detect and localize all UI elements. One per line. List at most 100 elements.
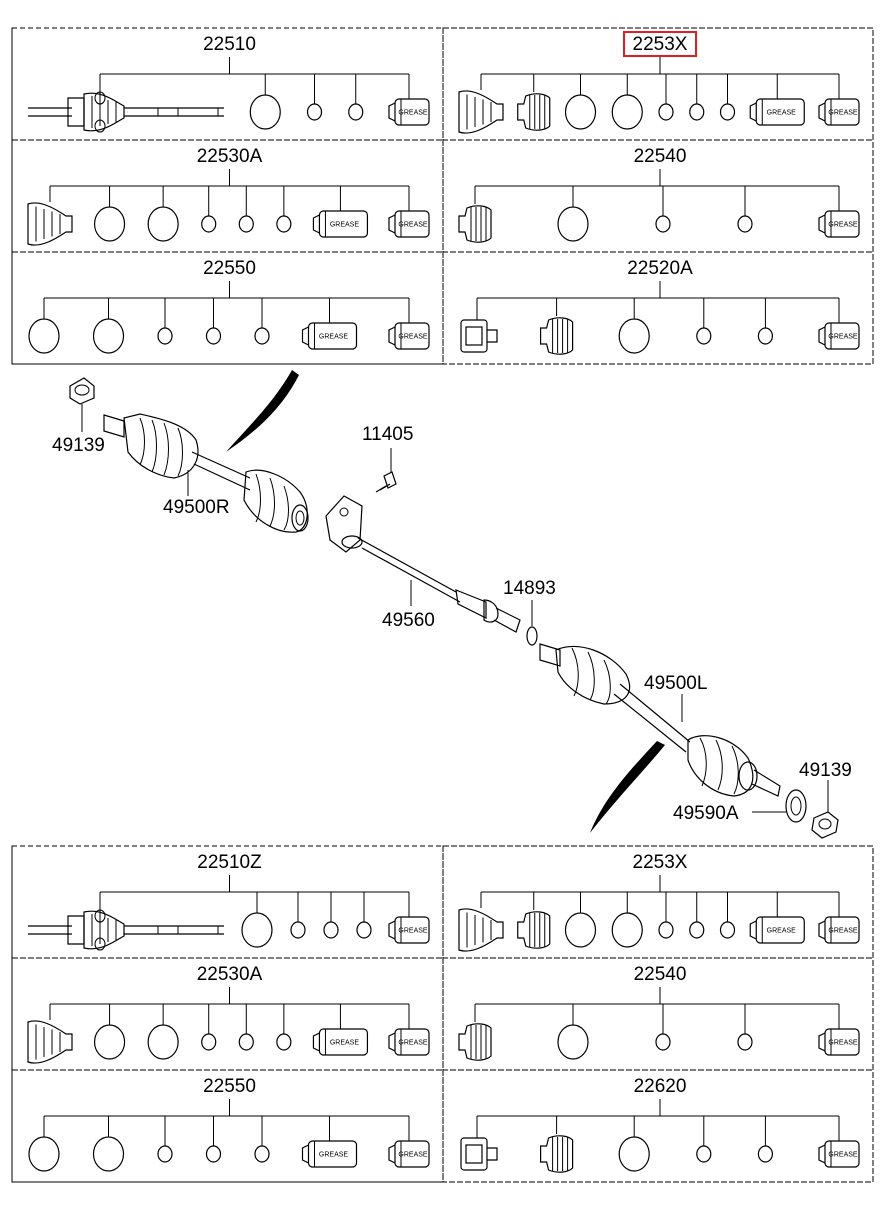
boot-small-part	[458, 205, 492, 243]
grease-large-part: GREASE	[312, 210, 369, 238]
grease-label: GREASE	[398, 1040, 428, 1047]
grease-label: GREASE	[330, 1040, 360, 1047]
hub-nut-left	[811, 811, 839, 839]
kit-part-number: 22550	[203, 1076, 256, 1097]
grease-part: GREASE	[388, 916, 430, 944]
kit-part-number: 22540	[634, 964, 687, 985]
grease-label: GREASE	[330, 222, 360, 229]
boot-small-part	[540, 317, 574, 355]
grease-label: GREASE	[828, 110, 858, 117]
ring-small-part	[276, 1033, 292, 1051]
ring-large-part	[564, 94, 597, 130]
ring-large-part	[611, 94, 643, 130]
ring-small-part	[696, 327, 712, 345]
boot-large-part	[27, 1020, 73, 1064]
grease-label: GREASE	[767, 110, 797, 117]
grease-large-part: GREASE	[749, 98, 805, 126]
callout-shaft-left: 49500L	[644, 673, 707, 694]
grease-part: GREASE	[818, 98, 860, 126]
ring-large-part	[28, 318, 60, 354]
ring-small-part	[238, 215, 254, 233]
ring-small-part	[356, 921, 372, 939]
ring-large-part	[241, 912, 273, 948]
ring-small-part	[737, 1033, 753, 1051]
kit-part-number: 22510	[203, 34, 256, 55]
ring-small-part	[737, 215, 753, 233]
intermediate-shaft	[357, 537, 521, 633]
shaft-part	[28, 909, 224, 951]
grease-part: GREASE	[388, 1028, 430, 1056]
grease-label: GREASE	[828, 334, 858, 341]
boot-large-part	[27, 202, 73, 246]
kit-part-number: 22530A	[197, 964, 263, 985]
ring-large-part	[618, 318, 650, 354]
ring-large-part	[92, 318, 125, 354]
callout-snap-ring: 14893	[503, 578, 556, 599]
ring-large-part	[557, 206, 589, 242]
ring-small-part	[757, 1145, 774, 1163]
kit-part-number: 22550	[203, 258, 256, 279]
right-driveshaft	[103, 413, 309, 533]
ring-small-part	[689, 103, 705, 121]
kit-panel: 22530A GREASE GREASE	[11, 957, 444, 1071]
ring-small-part	[306, 103, 323, 121]
grease-label: GREASE	[398, 110, 428, 117]
callout-washer: 49590A	[673, 803, 739, 824]
driveshaft-assembly: 49139 49500R 11405 49560 14893 49500L 49…	[52, 370, 852, 839]
grease-part: GREASE	[818, 1140, 860, 1168]
ring-large-part	[618, 1136, 650, 1172]
ring-large-part	[147, 1024, 179, 1060]
grease-large-part: GREASE	[301, 322, 358, 350]
grease-part: GREASE	[818, 1028, 860, 1056]
ring-small-part	[655, 215, 671, 233]
ring-large-part	[28, 1136, 60, 1172]
kit-part-number: 22620	[634, 1076, 687, 1097]
kit-part-number: 2253X	[633, 852, 688, 873]
grease-label: GREASE	[319, 1152, 349, 1159]
joint-housing-part	[460, 319, 498, 353]
ring-small-part	[658, 921, 674, 939]
ring-small-part	[201, 1033, 217, 1051]
grease-part: GREASE	[818, 322, 860, 350]
callout-shaft-right: 49500R	[163, 497, 230, 518]
callout-nut-right: 49139	[52, 435, 105, 456]
ring-small-part	[719, 103, 736, 121]
shaft-part	[28, 91, 224, 133]
ring-small-part	[290, 921, 306, 939]
grease-label: GREASE	[319, 334, 349, 341]
grease-large-part: GREASE	[301, 1140, 358, 1168]
kit-part-number: 22540	[634, 146, 687, 167]
boot-large-part	[458, 908, 504, 952]
ring-large-part	[249, 94, 281, 130]
kit-part-number: 22530A	[197, 146, 263, 167]
boot-small-part	[517, 93, 551, 131]
ring-small-part	[254, 327, 270, 345]
center-bearing-bracket	[325, 495, 363, 553]
kit-part-number: 22520A	[627, 258, 693, 279]
ring-large-part	[611, 912, 643, 948]
hub-nut-right	[69, 377, 95, 405]
kit-part-number: 2253X	[633, 34, 688, 55]
left-driveshaft	[539, 643, 781, 797]
ring-small-part	[348, 103, 364, 121]
ring-small-part	[205, 327, 222, 345]
ring-small-part	[157, 327, 173, 345]
grease-part: GREASE	[388, 322, 430, 350]
grease-part: GREASE	[818, 916, 860, 944]
grease-label: GREASE	[828, 1152, 858, 1159]
ring-small-part	[655, 1033, 671, 1051]
grease-label: GREASE	[828, 222, 858, 229]
grease-part: GREASE	[818, 210, 860, 238]
highlight-box	[623, 31, 697, 57]
boot-large-part	[458, 90, 504, 134]
pointer-wedge-lower	[590, 741, 665, 833]
grease-label: GREASE	[828, 928, 858, 935]
kit-panel: 2253X GREASE GREASE	[442, 27, 874, 141]
